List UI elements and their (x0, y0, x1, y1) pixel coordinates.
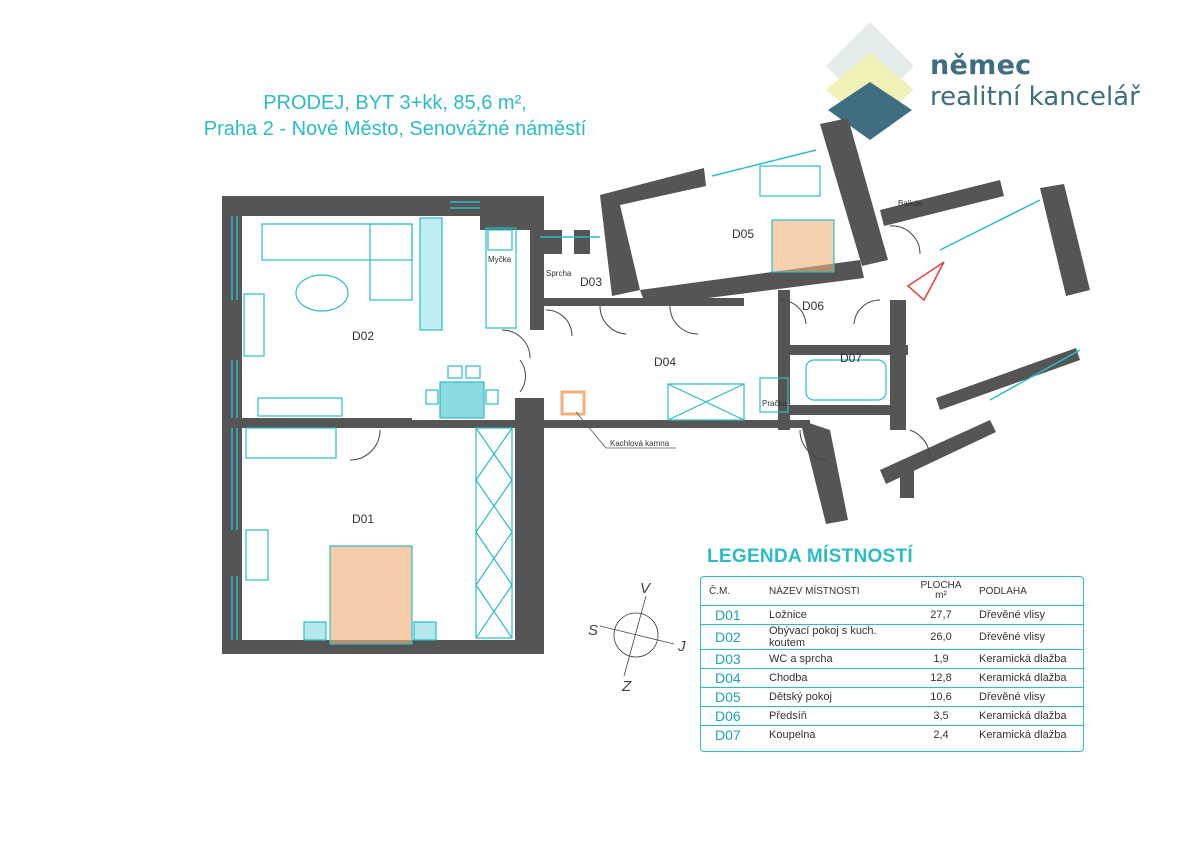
walls (222, 118, 1090, 654)
compass-south: Z (622, 678, 632, 695)
compass-east: J (678, 638, 686, 655)
room-label-d01: D01 (352, 512, 374, 526)
legend-cell-name: Koupelna (769, 729, 816, 741)
legend-header-floor: PODLAHA (975, 577, 1083, 606)
room-label-d04: D04 (654, 355, 676, 369)
room-legend-table: Č.M. NÁZEV MÍSTNOSTI PLOCHA m² PODLAHA D… (700, 576, 1084, 752)
legend-cell-floor: Dřevěné vlisy (975, 624, 1083, 650)
legend-row: D07 Koupelna 2,4 Keramická dlažba (701, 726, 1083, 745)
legend-cell-area: 3,5 (907, 706, 975, 726)
legend-cell-code: D06 (701, 706, 765, 726)
legend-cell-area: 10,6 (907, 687, 975, 707)
legend-cell-area: 1,9 (907, 649, 975, 669)
furniture (243, 165, 887, 639)
legend-cell-code: D07 (715, 727, 741, 743)
legend-cell-floor: Keramická dlažba (975, 706, 1083, 726)
legend-cell-floor: Dřevěné vlisy (975, 687, 1083, 707)
legend-header-area: PLOCHA m² (907, 577, 975, 606)
doors (349, 225, 931, 461)
legend-cell-code: D05 (701, 687, 765, 707)
brand-subtitle: realitní kancelář (930, 82, 1140, 112)
legend-cell-floor: Keramická dlažba (975, 668, 1083, 688)
room-label-d02: D02 (352, 329, 374, 343)
stove-label: Kachlová kamna (610, 439, 670, 448)
legend-cell-area: 26,0 (907, 624, 975, 650)
legend-header-name: NÁZEV MÍSTNOSTI (765, 577, 907, 606)
legend-cell-code: D03 (701, 649, 765, 669)
legend-header-area-label: PLOCHA (920, 580, 962, 591)
legend-header-row: Č.M. NÁZEV MÍSTNOSTI PLOCHA m² PODLAHA (701, 577, 1083, 606)
dishwasher-label: Myčka (488, 255, 512, 264)
shower-label: Sprcha (546, 269, 572, 278)
bed (303, 545, 437, 645)
page-title-line2: Praha 2 - Nové Město, Senovážné náměstí (203, 118, 587, 140)
brand-logo-icon (826, 22, 914, 140)
legend-cell-area: 12,8 (907, 668, 975, 688)
legend-header-area-unit: m² (935, 590, 947, 601)
legend-cell-name: WC a sprcha (765, 649, 907, 669)
legend-cell-code: D02 (701, 624, 765, 650)
legend-cell-name: Předsíň (765, 706, 907, 726)
room-label-d03: D03 (580, 275, 602, 289)
room-label-d07: D07 (840, 351, 862, 365)
room-label-d05: D05 (732, 227, 754, 241)
legend-cell-area: 27,7 (907, 605, 975, 625)
windows (231, 149, 1081, 640)
compass-rose (599, 595, 675, 677)
compass-west: S (588, 622, 599, 639)
compass-north: V (640, 580, 651, 597)
legend-cell-name: Chodba (765, 668, 907, 688)
legend-title: LEGENDA MÍSTNOSTÍ (707, 546, 914, 567)
legend-cell-name: Ložnice (765, 605, 907, 625)
legend-cell-code: D01 (701, 605, 765, 625)
brand-name: němec (930, 50, 1032, 81)
legend-header-code: Č.M. (701, 577, 765, 606)
legend-cell-name: Obývací pokoj s kuch. koutem (765, 624, 907, 650)
page-title-line1: PRODEJ, BYT 3+kk, 85,6 m², (263, 92, 527, 114)
legend-cell-code: D04 (701, 668, 765, 688)
legend-cell-floor: Keramická dlažba (975, 649, 1083, 669)
legend-cell-floor: Dřevěné vlisy (975, 605, 1083, 625)
legend-cell-area: 2,4 (933, 729, 949, 741)
washer-label: Pračka (762, 399, 787, 408)
balcony-label: Balkón (898, 199, 922, 208)
legend-cell-name: Dětský pokoj (765, 687, 907, 707)
room-label-d06: D06 (802, 299, 824, 313)
legend-cell-floor: Keramická dlažba (979, 729, 1067, 741)
